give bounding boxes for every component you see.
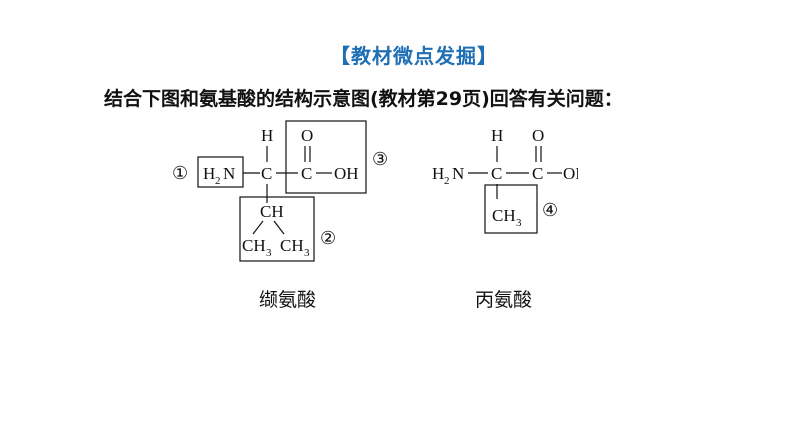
alanine-structure: H O H 2 N C C OH CH 3 (432, 126, 578, 234)
r-group-box (239, 196, 315, 262)
marker-2: ② (320, 228, 336, 248)
r-ch: CH (260, 202, 284, 221)
alanine-carbonyl-o: O (532, 126, 544, 145)
marker-3: ③ (372, 149, 388, 169)
bond-branch-left (252, 220, 264, 235)
section-title: 【教材微点发掘】 (330, 44, 498, 68)
alanine-r-group-box (484, 184, 538, 234)
methyl-right-sub: 3 (304, 247, 310, 259)
alanine-amine-h: H (432, 164, 444, 183)
alanine-carboxyl-carbon: C (532, 164, 543, 183)
alpha-h: H (261, 126, 273, 145)
marker-1: ① (172, 163, 188, 183)
alanine-hydroxyl: OH (563, 164, 578, 183)
amino-group-box (197, 156, 244, 188)
carboxyl-group-box (285, 120, 367, 194)
amine-n: N (223, 164, 235, 183)
alanine-amine-n: N (452, 164, 464, 183)
marker-4: ④ (542, 200, 559, 221)
valine-label: 缬氨酸 (259, 289, 317, 311)
amine-subscript: 2 (215, 175, 221, 187)
amine-h: H (203, 164, 215, 183)
bond-branch-right (273, 220, 285, 235)
carboxyl-carbon: C (301, 164, 312, 183)
methyl-right: CH (280, 236, 304, 255)
alanine-alpha-h: H (491, 126, 503, 145)
valine-structure: ① H 2 N H C O C OH ③ CH CH 3 CH 3 ② (172, 120, 388, 262)
question-text: 结合下图和氨基酸的结构示意图(教材第29页)回答有关问题： (104, 88, 623, 110)
alanine-methyl: CH (492, 206, 516, 225)
carbonyl-o: O (301, 126, 313, 145)
methyl-left-sub: 3 (266, 247, 272, 259)
alanine-label: 丙氨酸 (475, 289, 533, 311)
alanine-amine-subscript: 2 (444, 175, 450, 187)
alpha-carbon: C (261, 164, 272, 183)
hydroxyl: OH (334, 164, 359, 183)
methyl-left: CH (242, 236, 266, 255)
alanine-alpha-carbon: C (491, 164, 502, 183)
alanine-methyl-sub: 3 (516, 217, 522, 229)
